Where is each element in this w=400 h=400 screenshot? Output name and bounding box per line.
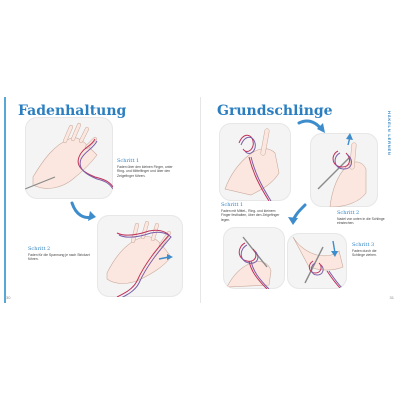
right-section-title: Grundschlinge (217, 103, 333, 119)
left-step-1: Schritt 1 Faden über den kleinen Finger,… (117, 159, 173, 178)
left-step-1-title: Schritt 1 (117, 158, 140, 164)
hand-tension-drawing (106, 221, 173, 297)
page-edge-stripe (4, 97, 6, 303)
hand-yarn-drawing (25, 123, 113, 190)
loop-finished-drawing (292, 236, 344, 289)
book-spread: Fadenhaltung Schritt 1 Faden über den kl… (4, 97, 396, 303)
curved-arrow-icon (297, 119, 325, 133)
illustration-loop-step2 (310, 133, 378, 207)
illustration-loop-step1 (219, 123, 291, 201)
hand-loop-drawing (224, 128, 280, 201)
illustration-holding-step1 (25, 117, 113, 199)
illustration-loop-step3a (223, 227, 285, 289)
left-step-2: Schritt 2 Faden für die Spannung je nach… (28, 247, 90, 262)
left-page-number: 30 (6, 295, 11, 300)
curved-arrow-icon (288, 203, 307, 225)
left-step-2-text: Faden für die Spannung je nach Strickart… (28, 252, 90, 262)
right-step-3-text: Faden durch die Schlinge ziehen. (352, 248, 377, 258)
curved-arrow-icon (70, 201, 96, 221)
right-step-3-title: Schritt 3 (352, 242, 375, 248)
side-tab-label: HÄKELN LERNEN (387, 111, 392, 156)
left-step-1-text: Faden über den kleinen Finger, unter Rin… (117, 164, 173, 178)
right-step-2: Schritt 2 Nadel von unten in die Schling… (337, 211, 387, 226)
hook-insert-drawing (317, 133, 367, 207)
right-step-1: Schritt 1 Faden mit Mittel-, Ring- und k… (221, 203, 283, 222)
right-page-number: 31 (389, 295, 394, 300)
illustration-loop-step3b (287, 233, 347, 289)
left-step-2-title: Schritt 2 (28, 246, 51, 252)
right-step-3: Schritt 3 Faden durch die Schlinge ziehe… (352, 243, 390, 258)
left-section-title: Fadenhaltung (18, 103, 127, 119)
side-tab: HÄKELN LERNEN (385, 111, 393, 191)
illustration-holding-step2 (97, 215, 183, 297)
right-step-2-text: Nadel von unten in die Schlinge einstech… (337, 216, 385, 226)
hook-pull-drawing (226, 236, 272, 289)
right-step-1-text: Faden mit Mittel-, Ring- und kleinem Fin… (221, 208, 280, 222)
left-page: Fadenhaltung Schritt 1 Faden über den kl… (4, 97, 201, 303)
right-step-1-title: Schritt 1 (221, 202, 244, 208)
right-page: Grundschlinge HÄKELN LERNEN Schritt 1 Fa… (201, 97, 396, 303)
right-step-2-title: Schritt 2 (337, 210, 360, 216)
